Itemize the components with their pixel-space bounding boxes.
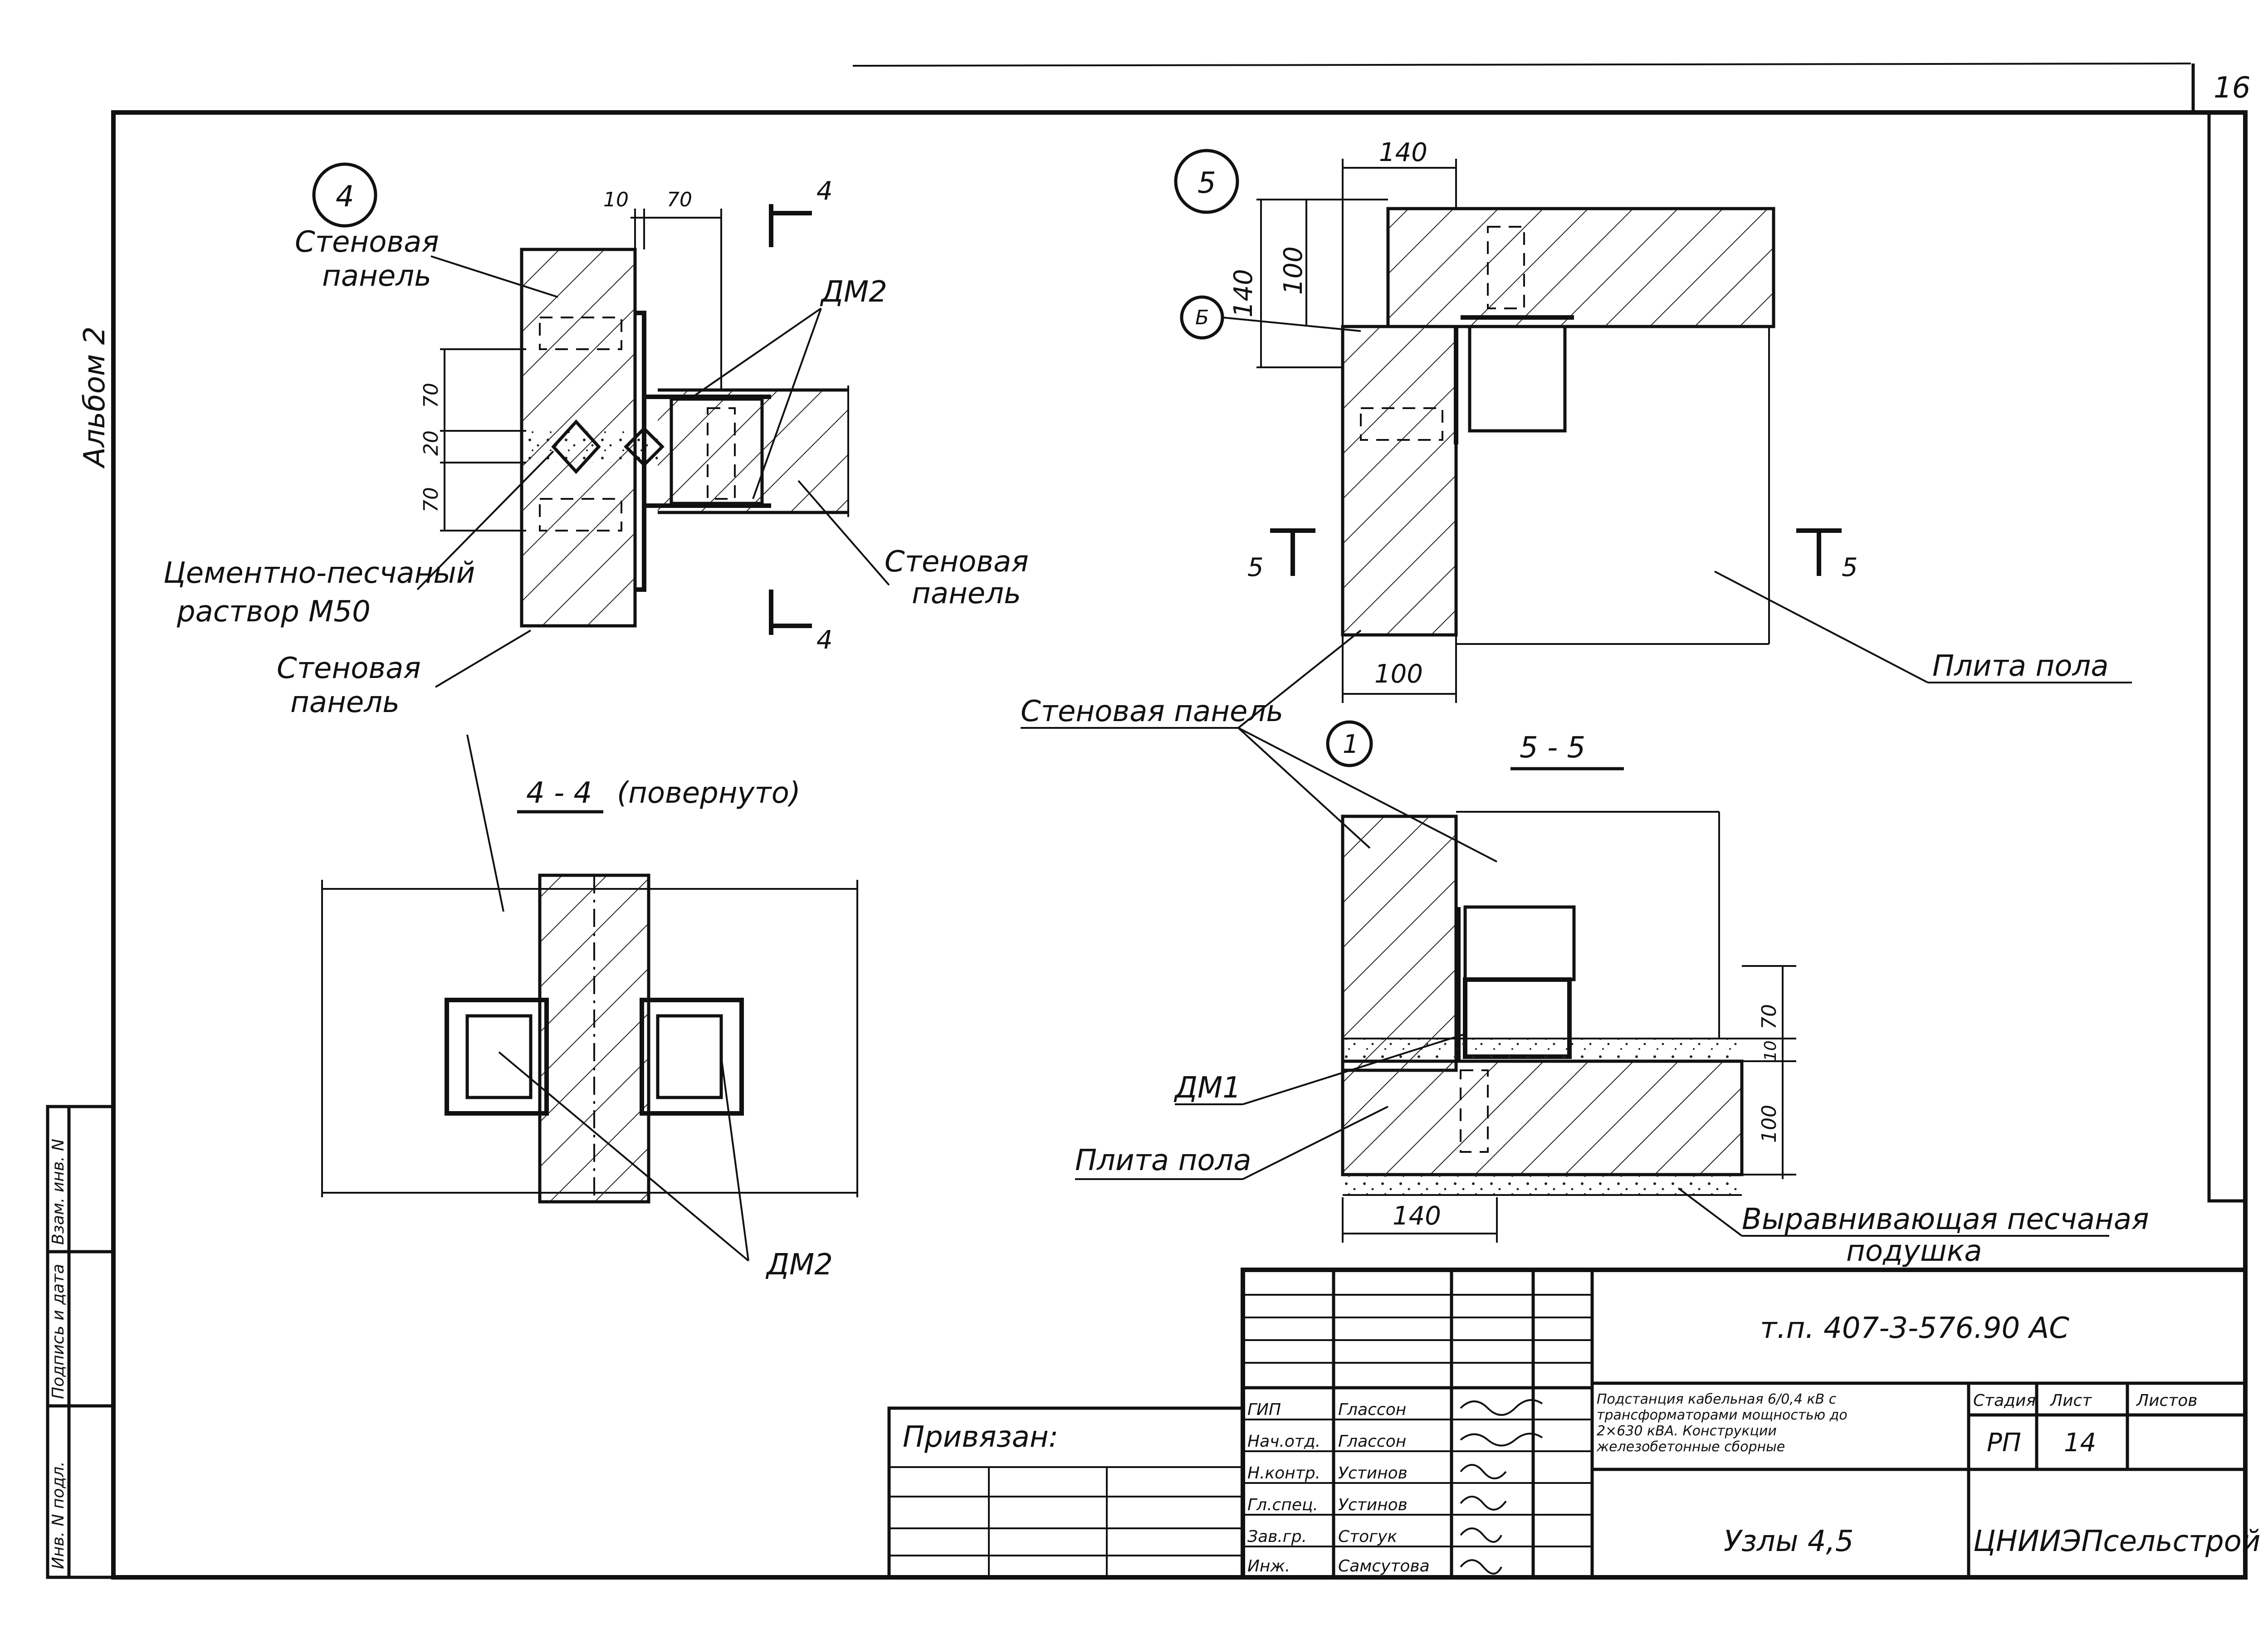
section-5-5-title: 5 - 5 [1520,731,1585,765]
dim-4-70: 70 [667,188,692,211]
dim-55-10: 10 [1761,1040,1780,1061]
label-wall-panel-top-1: Стеновая [295,225,439,259]
label-sand-cushion-1: Выравнивающая песчаная [1742,1203,2149,1236]
section-mark-5-left: 5 [1247,553,1264,582]
stamp-inv-no: Инв. N подл. [49,1461,68,1569]
dim-5-100-side: 100 [1279,246,1308,295]
section-mark-4-top: 4 [816,176,833,206]
node-5-detail: 5 140 140 100 100 Б [1021,138,2132,863]
label-dm2-section44: ДМ2 [765,1248,833,1282]
section-mark-4-bottom: 4 [816,625,833,655]
section-5-5: 5 - 5 10 70 100 140 ДМ1 [1075,731,2149,1268]
sheet-header: Лист [2049,1391,2092,1410]
name-4: Устинов [1338,1496,1408,1514]
node-4-detail: 4 10 70 [163,162,1029,719]
title-block: Привязан: т.п. 407-3-576.90 АС ГИП Нач.о… [887,1268,2260,1580]
label-floor-slab-section55: Плита пола [1075,1144,1251,1177]
label-wall-panel-node5: Стеновая панель [1021,695,1283,728]
description-line-1: Подстанция кабельная 6/0,4 кВ с [1597,1391,1837,1407]
stage-header: Стадия [1973,1391,2036,1410]
album-label: Альбом 2 [78,327,112,469]
label-wall-panel-right-1: Стеновая [885,545,1029,579]
node-5-sub-marker: Б [1195,306,1209,329]
sheets-header: Листов [2136,1391,2197,1410]
stamp-signature: Подпись и дата [49,1264,68,1399]
role-head: Нач.отд. [1247,1432,1320,1451]
dim-4-v70a: 70 [420,383,443,408]
label-wall-panel-left-2: панель [290,686,400,719]
name-5: Стогук [1338,1527,1397,1546]
label-wall-panel-top-2: панель [322,259,431,293]
label-dm2-node4: ДМ2 [820,275,887,309]
dim-5-100-bottom: 100 [1374,659,1423,689]
role-engineer: Инж. [1247,1557,1290,1575]
label-wall-panel-right-2: панель [912,577,1021,610]
sheet-name: Узлы 4,5 [1724,1525,1854,1558]
signatures [1460,1399,1543,1575]
description-line-2: трансформаторами мощностью до [1597,1407,1848,1423]
section-mark-5-right: 5 [1842,553,1858,582]
dim-55-100: 100 [1758,1105,1781,1143]
page-number: 16 [2214,71,2250,105]
label-mortar-1: Цементно-песчаный [163,556,475,590]
label-dm1: ДМ1 [1173,1071,1241,1105]
node-4-section-marks: 4 4 [769,176,833,655]
dim-5-140-side: 140 [1229,269,1258,317]
role-gip: ГИП [1247,1400,1281,1419]
stage-value: РП [1987,1428,2021,1458]
name-1: Глассон [1338,1400,1406,1419]
dim-55-70: 70 [1758,1004,1781,1029]
axis-marker-1: 1 [1343,730,1359,759]
section-4-4-title: 4 - 4 [526,776,592,810]
dim-4-10: 10 [603,188,629,211]
description-line-4: железобетонные сборные [1596,1439,1785,1455]
dim-4-v20: 20 [420,430,443,456]
role-glspec: Гл.спец. [1247,1496,1318,1514]
role-ncontrol: Н.контр. [1247,1464,1320,1483]
name-6: Самсутова [1338,1557,1430,1575]
description-line-3: 2×630 кВА. Конструкции [1597,1423,1777,1439]
left-stamp: Инв. N подл. Подпись и дата Взам. инв. N [46,1105,115,1579]
node-5-marker: 5 [1198,166,1216,200]
label-wall-panel-left-1: Стеновая [277,652,421,685]
role-zavgr: Зав.гр. [1247,1527,1307,1546]
stamp-replace: Взам. инв. N [49,1139,68,1245]
dim-5-140-top: 140 [1379,138,1427,167]
label-mortar-2: раствор М50 [176,595,371,629]
node-4-marker: 4 [336,180,354,214]
name-3: Устинов [1338,1464,1408,1483]
section-4-4-note: (повернуто) [617,776,801,810]
label-bound: Привязан: [903,1420,1058,1454]
dim-4-v70b: 70 [420,487,443,512]
node-4-dimensions: 10 70 70 20 70 [420,188,722,532]
sheet-no: 14 [2064,1428,2096,1458]
section-4-4: 4 - 4 (повернуто) ДМ2 [321,734,858,1282]
dim-55-140: 140 [1393,1201,1441,1231]
label-sand-cushion-2: подушка [1846,1234,1982,1268]
label-floor-slab-node5: Плита пола [1932,649,2109,683]
project-code: т.п. 407-3-576.90 АС [1760,1312,2069,1345]
organization: ЦНИИЭПсельстрой [1973,1525,2260,1558]
name-2: Глассон [1338,1432,1406,1451]
